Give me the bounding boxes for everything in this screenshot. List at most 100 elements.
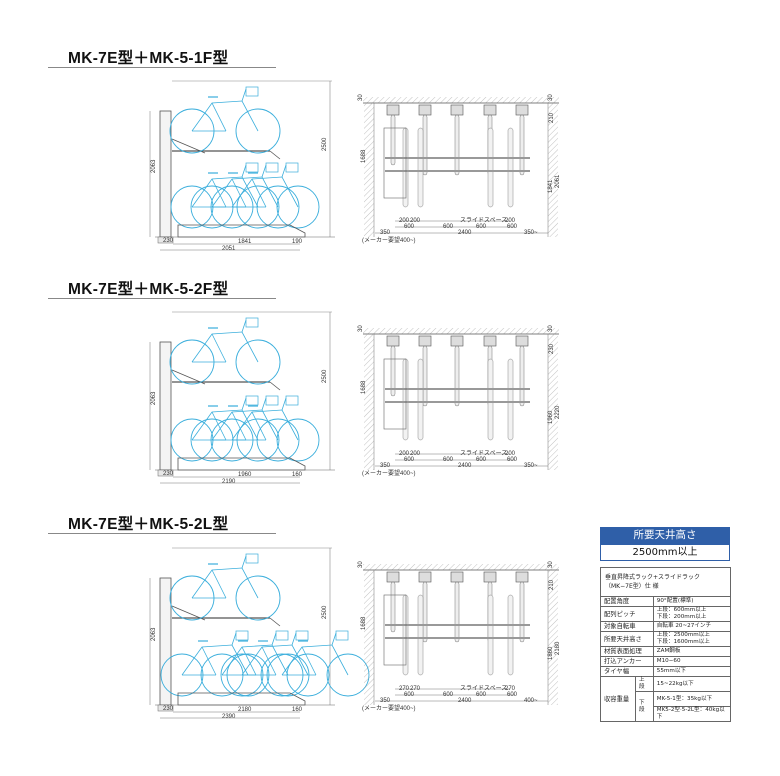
spec-value: 自転車 20~27インチ xyxy=(652,621,732,632)
dimension-label: 230 xyxy=(163,471,174,477)
dimension-label: 1960 xyxy=(548,410,554,424)
dimension-label: 600 xyxy=(404,224,415,230)
dimension-label: 200 xyxy=(410,218,421,224)
dimension-label: 600 xyxy=(443,224,454,230)
lower-bike-frame xyxy=(191,176,259,208)
dimension-label: 350~ xyxy=(524,230,538,236)
side-bike-profile xyxy=(383,358,407,430)
right-wall xyxy=(548,570,558,705)
lower-bike-frame xyxy=(231,176,299,208)
maker-note: (メーカー要望400~) xyxy=(362,238,416,244)
upper-rack-arm xyxy=(422,581,428,643)
lower-bike-frame xyxy=(231,178,247,208)
rack-pole xyxy=(159,110,172,238)
upper-bike-handlebar xyxy=(241,555,247,569)
dimension-label: 190 xyxy=(292,239,303,245)
lower-bike-frame xyxy=(281,644,349,676)
lower-bike-basket xyxy=(285,395,299,406)
dimension-label: 1860 xyxy=(548,646,554,660)
dimension-label: 210 xyxy=(549,579,555,590)
upper-bike-handlebar xyxy=(241,88,247,102)
dimension-label: 350~ xyxy=(524,463,538,469)
dimension-label: 230 xyxy=(549,343,555,354)
spec-title-line-1: 垂直昇降式ラック+スライドラック xyxy=(605,574,701,581)
title-underline xyxy=(48,533,276,534)
upper-rack-arm xyxy=(454,114,460,176)
upper-rack-arm xyxy=(454,581,460,643)
upper-rack-arm xyxy=(390,345,396,397)
dimension-label: 30 xyxy=(548,561,554,568)
lower-bike-handlebar xyxy=(261,397,267,411)
lower-bike-handlebar xyxy=(241,164,247,178)
upper-bike-front-wheel xyxy=(235,339,281,385)
lower-bike-frame xyxy=(201,646,217,676)
dimension-label: 230 xyxy=(163,238,174,244)
upper-tray xyxy=(269,617,281,627)
right-wall xyxy=(548,103,558,237)
lower-bike-profile xyxy=(507,594,514,676)
spec-label: 配列ピッチ xyxy=(600,606,654,622)
maker-note: (メーカー要望400~) xyxy=(362,706,416,712)
dimension-label: 350 xyxy=(380,230,391,236)
dimension-label: 600 xyxy=(507,457,518,463)
dimension-label: 2500 xyxy=(322,605,328,619)
lower-bike-basket xyxy=(265,395,279,406)
lower-bike-frame xyxy=(261,646,277,676)
ceiling-hatch xyxy=(363,97,559,103)
lower-bike-handlebar xyxy=(331,632,337,646)
lower-bike-profile xyxy=(402,127,409,208)
lower-bike-frame xyxy=(231,411,247,441)
dimension-label: 1688 xyxy=(361,616,367,630)
table-row: 所要天井高さ上段：2500mm以上下段：1600mm以上 xyxy=(600,631,732,647)
slide-space-label: スライドスペース xyxy=(460,451,508,457)
lower-bike-basket xyxy=(285,162,299,173)
left-wall xyxy=(364,570,374,705)
slide-space-label: スライドスペース xyxy=(460,218,508,224)
dimension-label: 1688 xyxy=(361,380,367,394)
ceiling-rack-head xyxy=(483,335,497,347)
dimension-label: 2063 xyxy=(151,159,157,173)
upper-rack-arm xyxy=(519,114,525,176)
dimension-label: 230 xyxy=(163,706,174,712)
upper-bike-basket xyxy=(245,86,259,97)
lower-bike-front-wheel xyxy=(276,185,320,229)
dimension-label: 270 xyxy=(399,686,410,692)
section-title-3: MK-7E型＋MK-5-2L型 xyxy=(68,516,229,533)
ceiling-rack-head xyxy=(386,335,400,347)
lower-bike-frame xyxy=(241,644,309,676)
ceiling-rack-head xyxy=(515,335,529,347)
base-plate xyxy=(157,236,174,244)
upper-rack-arm xyxy=(519,345,525,407)
lower-bike-frame xyxy=(251,178,267,208)
base-plate xyxy=(157,704,174,712)
upper-rack-arm xyxy=(519,581,525,643)
table-row: MK5-2型·5-2L型：40kg以下 xyxy=(601,706,732,722)
ceiling-rack-head xyxy=(418,335,432,347)
dimension-label: 600 xyxy=(443,692,454,698)
dimension-label: 30 xyxy=(358,325,364,332)
lower-bike-frame xyxy=(301,646,317,676)
upper-arm xyxy=(171,138,206,154)
lower-bike-handlebar xyxy=(261,164,267,178)
lower-bike-handlebar xyxy=(281,164,287,178)
base-plate xyxy=(157,469,174,477)
spec-value: 上段：2500mm以上下段：1600mm以上 xyxy=(652,631,732,647)
lower-bike-handlebar xyxy=(241,397,247,411)
upper-rack-arm xyxy=(422,114,428,176)
lower-bike-basket xyxy=(295,630,309,641)
dimension-label: 350 xyxy=(380,463,391,469)
ceiling-requirement-heading: 所要天井高さ xyxy=(600,527,730,544)
spec-label: 材質表面処理 xyxy=(600,646,654,657)
dimension-label: 210 xyxy=(549,112,555,123)
ceiling-rack-head xyxy=(515,571,529,583)
lower-bike-front-wheel xyxy=(276,418,320,462)
spec-value: MK-5-1型：35kg以下 xyxy=(652,691,732,707)
spec-value: ZAM鋼板 xyxy=(652,646,732,657)
lower-bike-profile xyxy=(507,127,514,208)
lower-bike-profile xyxy=(402,594,409,676)
spec-label: 収容重量 xyxy=(600,676,636,722)
